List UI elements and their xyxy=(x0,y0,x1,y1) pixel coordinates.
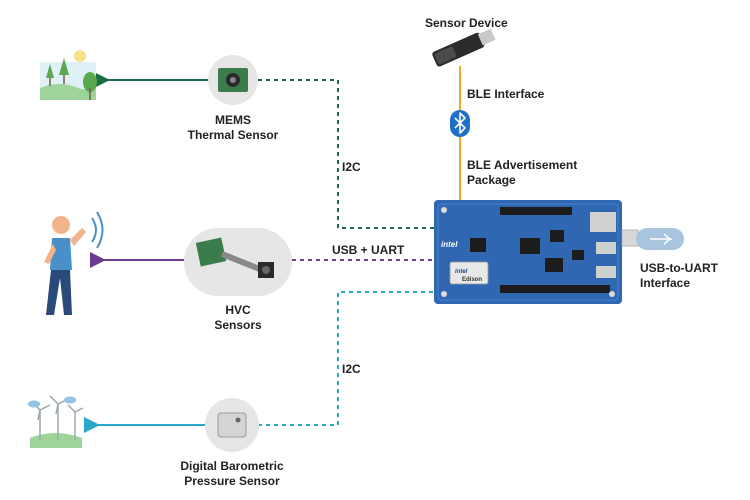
usb-to-uart-label: USB-to-UART xyxy=(640,261,718,275)
intel-edison-board xyxy=(434,200,622,304)
usb-uart-label: USB + UART xyxy=(332,243,405,257)
ble-advertisement-label-2: Package xyxy=(467,173,516,187)
hvc-sensors-label: Sensors xyxy=(214,318,262,332)
ble-advertisement-label: BLE Advertisement xyxy=(467,158,578,172)
sensor-device-label: Sensor Device xyxy=(425,16,508,30)
hvc-sensors-icon xyxy=(184,228,292,296)
usb-to-uart-interface-label: Interface xyxy=(640,276,691,290)
i2c-bottom-label: I2C xyxy=(342,362,361,376)
barometric-pressure-sensor-icon xyxy=(205,398,259,452)
bluetooth-icon xyxy=(450,110,470,137)
pressure-i2c-link xyxy=(258,291,446,426)
ble-interface-label: BLE Interface xyxy=(467,87,545,101)
chip-intel-logo: intel xyxy=(455,269,468,275)
board-intel-logo: intel xyxy=(441,240,458,249)
hvc-label: HVC xyxy=(225,303,251,317)
thermal-sensor-label: Thermal Sensor xyxy=(187,128,279,142)
usb-to-uart-dongle-icon xyxy=(621,228,684,250)
mems-label: MEMS xyxy=(215,113,251,127)
chip-edison-label: Edison xyxy=(462,277,483,283)
sensor-device-icon xyxy=(432,28,496,67)
pressure-sensor-label: Pressure Sensor xyxy=(184,474,280,488)
mems-thermal-sensor-icon xyxy=(208,55,258,105)
person-waving-icon xyxy=(44,211,104,315)
landscape-icon xyxy=(40,50,97,100)
barometric-label: Digital Barometric xyxy=(180,459,284,473)
i2c-top-label: I2C xyxy=(342,160,361,174)
windmills-icon xyxy=(28,395,84,448)
thermal-i2c-link xyxy=(258,79,446,229)
